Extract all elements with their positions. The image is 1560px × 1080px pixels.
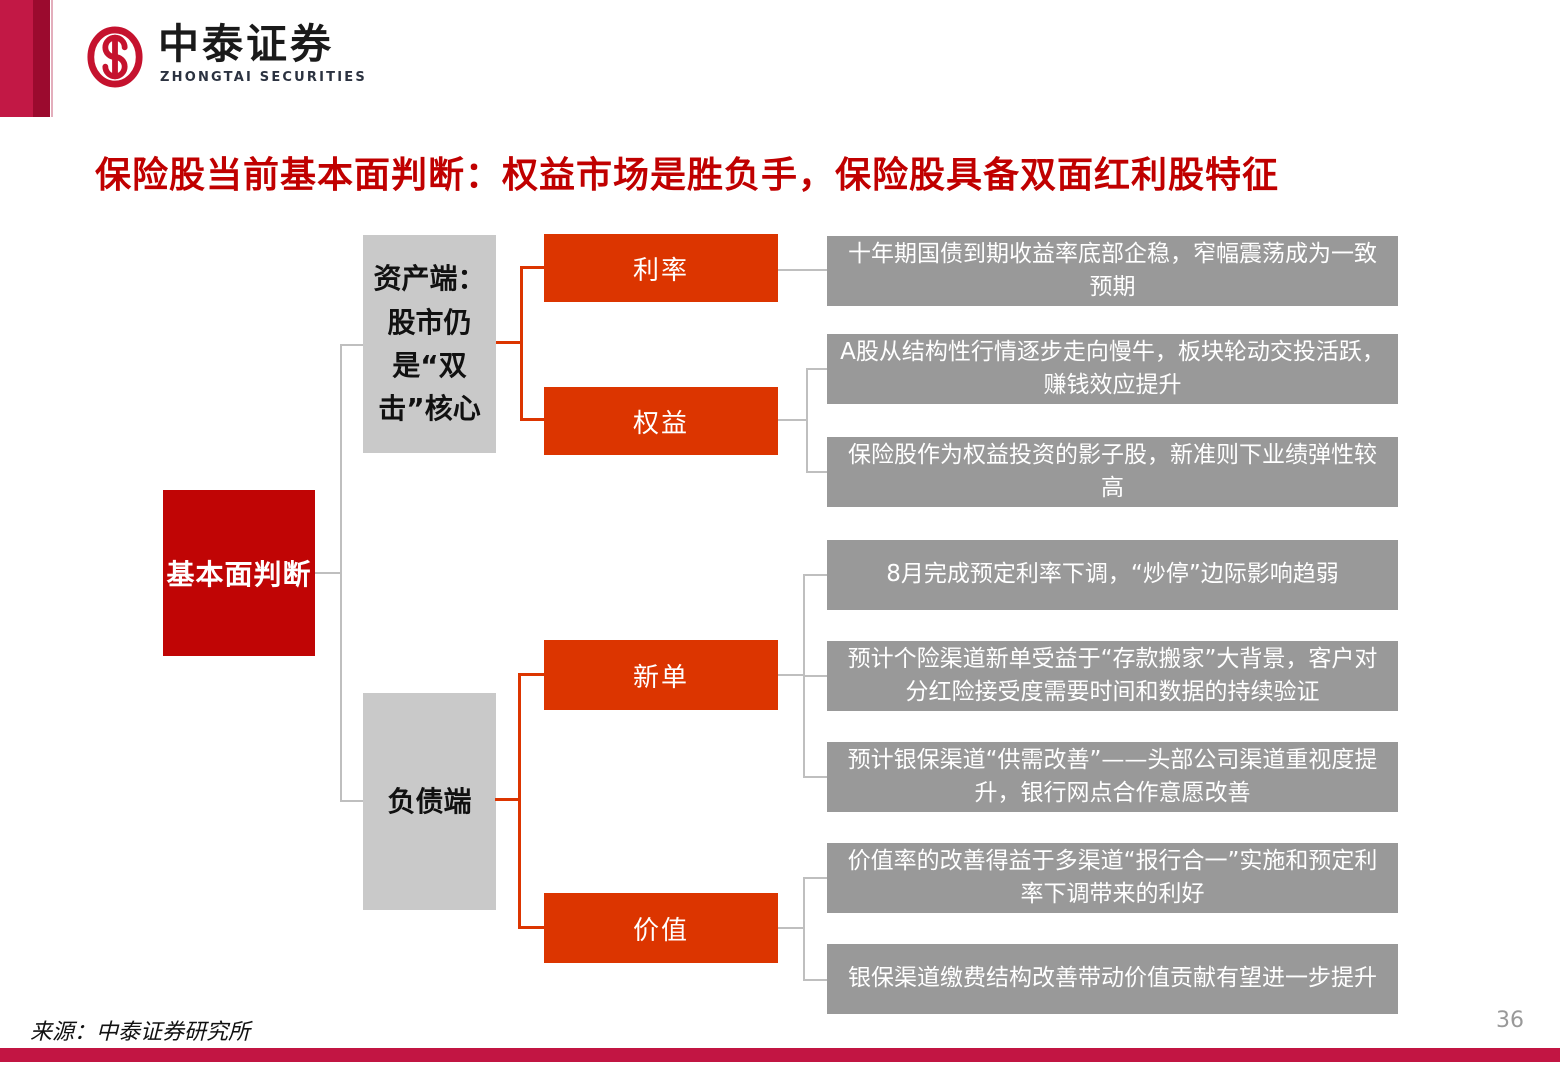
connector-equity-point-1 [806, 368, 827, 370]
connector-liability-stub [495, 798, 521, 801]
zhongtai-logo-icon [86, 24, 144, 94]
node-branch-asset-side: 资产端：股市仍是“双击”核心 [363, 235, 496, 453]
logo-company-name: 中泰证券 [158, 20, 334, 68]
connector-rate-point [778, 269, 827, 271]
logo-company-name-en: ZHONGTAI SECURITIES [160, 70, 367, 85]
connector-to-equity-leaf [520, 418, 544, 421]
left-accent-bar [0, 0, 33, 117]
page-number: 36 [1496, 1008, 1524, 1033]
point-value-2: 银保渠道缴费结构改善带动价值贡献有望进一步提升 [827, 944, 1398, 1014]
point-equity-2: 保险股作为权益投资的影子股，新准则下业绩弹性较高 [827, 437, 1398, 507]
point-value-1: 价值率的改善得益于多渠道“报行合一”实施和预定利率下调带来的利好 [827, 843, 1398, 913]
connector-newbiz-point-1 [803, 574, 827, 576]
connector-equity-vertical [806, 368, 808, 473]
connector-value-point-1 [803, 877, 827, 879]
connector-liability-vertical [518, 673, 521, 929]
left-accent-bar-dark [33, 0, 50, 117]
connector-value-vertical [803, 877, 805, 981]
source-note: 来源：中泰证券研究所 [30, 1019, 251, 1044]
slide-title: 保险股当前基本面判断：权益市场是胜负手，保险股具备双面红利股特征 [95, 155, 1280, 196]
point-equity-1: A股从结构性行情逐步走向慢牛，板块轮动交投活跃，赚钱效应提升 [827, 334, 1398, 404]
connector-trunk-vertical [340, 344, 342, 802]
connector-value-point-2 [803, 979, 827, 981]
connector-to-value-leaf [518, 926, 544, 929]
connector-to-newbiz-leaf [518, 673, 544, 676]
connector-asset-stub [496, 341, 523, 344]
connector-equity-stub [778, 419, 808, 421]
connector-asset-vertical [520, 266, 523, 421]
connector-equity-point-2 [806, 471, 827, 473]
connector-newbiz-point-2 [803, 675, 827, 677]
node-leaf-value: 价值 [544, 893, 778, 963]
node-root-fundamentals: 基本面判断 [163, 490, 315, 656]
connector-newbiz-stub [778, 674, 805, 676]
connector-to-liability-branch [340, 800, 363, 802]
node-leaf-equity: 权益 [544, 387, 778, 455]
connector-to-asset-branch [340, 344, 363, 346]
connector-to-rate-leaf [520, 266, 544, 269]
connector-value-stub [778, 927, 805, 929]
point-newbiz-2: 预计个险渠道新单受益于“存款搬家”大背景，客户对分红险接受度需要时间和数据的持续… [827, 641, 1398, 711]
node-branch-liability-side: 负债端 [363, 693, 496, 910]
connector-newbiz-point-3 [803, 776, 827, 778]
node-leaf-interest-rate: 利率 [544, 234, 778, 302]
point-newbiz-1: 8月完成预定利率下调，“炒停”边际影响趋弱 [827, 540, 1398, 610]
bottom-accent-bar [0, 1048, 1560, 1062]
point-rate-1: 十年期国债到期收益率底部企稳，窄幅震荡成为一致预期 [827, 236, 1398, 306]
node-leaf-new-business: 新单 [544, 640, 778, 710]
left-accent-line [51, 0, 53, 117]
point-newbiz-3: 预计银保渠道“供需改善”——头部公司渠道重视度提升，银行网点合作意愿改善 [827, 742, 1398, 812]
connector-root-stub [315, 572, 340, 574]
